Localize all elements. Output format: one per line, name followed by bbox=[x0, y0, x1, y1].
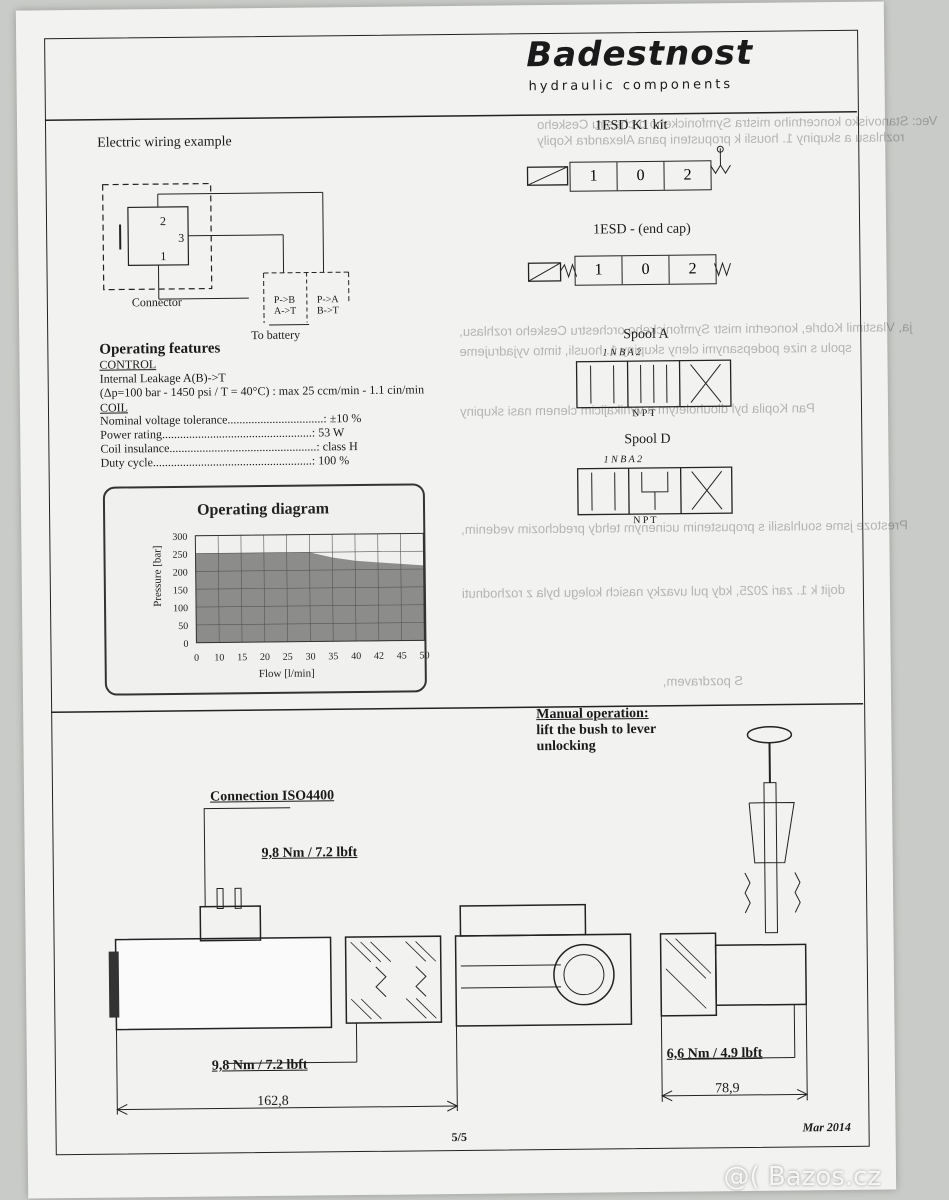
chart-x-tick-label: 42 bbox=[374, 651, 384, 662]
chart-x-tick-label: 35 bbox=[328, 651, 338, 662]
chart-x-tick-label: 10 bbox=[214, 652, 224, 663]
chart-gridline bbox=[331, 534, 334, 642]
pin-2-label: 2 bbox=[159, 214, 167, 229]
chart-x-tick-label: 45 bbox=[397, 651, 407, 662]
endcap-actuators bbox=[527, 261, 731, 282]
k1-actuators bbox=[526, 145, 731, 186]
chart-x-tick-label: 30 bbox=[306, 651, 316, 662]
page-number: 5/5 bbox=[451, 1129, 468, 1145]
document-sheet: Vec: Stanovisko koncertniho mistra Symfo… bbox=[15, 1, 937, 1199]
operating-chart: Operating diagram Pressure [bar] Flow [l… bbox=[151, 500, 429, 680]
chart-gridline bbox=[309, 534, 311, 642]
chart-gridline bbox=[377, 533, 380, 641]
document-date: Mar 2014 bbox=[802, 1119, 851, 1135]
chart-x-tick-label: 40 bbox=[351, 651, 361, 662]
chart-y-tick-label: 100 bbox=[173, 603, 188, 614]
chart-x-tick-label: 0 bbox=[194, 653, 199, 664]
chart-gridline bbox=[400, 533, 402, 641]
chart-x-tick-label: 25 bbox=[283, 652, 293, 663]
k1-kit-title: 1ESD K1 kit bbox=[594, 117, 668, 134]
features-title: Operating features bbox=[99, 340, 221, 358]
chart-x-tick-label: 50 bbox=[420, 650, 430, 661]
bazos-watermark: @( Bazos.cz bbox=[723, 1162, 882, 1192]
connector-label: Connector bbox=[131, 294, 182, 310]
chart-y-axis-label: Pressure [bar] bbox=[151, 545, 164, 607]
spool-a-title: Spool A bbox=[623, 326, 669, 343]
brand-subtitle: hydraulic components bbox=[528, 77, 734, 95]
valve-section-drawing bbox=[108, 725, 809, 1115]
wiring-title: Electric wiring example bbox=[97, 134, 232, 151]
chart-y-tick-label: 300 bbox=[172, 532, 187, 543]
chart-y-tick-label: 0 bbox=[183, 639, 188, 650]
dimension-left: 162,8 bbox=[257, 1093, 289, 1110]
dimension-right: 78,9 bbox=[715, 1081, 740, 1097]
chart-x-tick-label: 15 bbox=[237, 652, 247, 663]
bleed-through-text: S pozdravem, bbox=[662, 672, 744, 689]
spool-d-bottom-ports: N P T bbox=[633, 514, 657, 527]
torque-right-label: 6,6 Nm / 4.9 lbft bbox=[666, 1045, 763, 1062]
pin-3-label: 3 bbox=[178, 230, 185, 245]
chart-gridline bbox=[217, 535, 220, 643]
coil-row: Duty cycle..............................… bbox=[100, 453, 350, 470]
spool-a-symbol bbox=[575, 359, 732, 409]
spool-d-title: Spool D bbox=[624, 431, 671, 448]
chart-gridline bbox=[263, 535, 266, 643]
wiring-schematic bbox=[102, 182, 350, 326]
torque-bottom-label: 9,8 Nm / 7.2 lbft bbox=[211, 1057, 308, 1074]
chart-y-tick-label: 150 bbox=[173, 585, 188, 596]
chart-y-tick-label: 200 bbox=[173, 567, 188, 578]
chart-gridline bbox=[354, 534, 357, 642]
chart-gridline bbox=[286, 534, 288, 642]
coil-table: Nominal voltage tolerance...............… bbox=[100, 411, 362, 470]
pin-1-label: 1 bbox=[160, 249, 167, 264]
spool-d-top-ports: 1 N B A 2 bbox=[603, 454, 643, 466]
section-rule bbox=[51, 702, 864, 713]
spool-a-bottom-ports: N P T bbox=[632, 407, 656, 420]
header-rule bbox=[44, 111, 857, 122]
spool-a-top-ports: 1 N B A 2 bbox=[602, 347, 642, 359]
to-battery-label: To battery bbox=[251, 327, 301, 343]
spool-d-symbol bbox=[576, 466, 733, 516]
chart-y-tick-label: 250 bbox=[172, 550, 187, 561]
chart-x-axis-label: Flow [l/min] bbox=[259, 667, 315, 680]
chart-title: Operating diagram bbox=[197, 500, 330, 518]
chart-y-tick-label: 50 bbox=[178, 621, 188, 632]
chart-plot-frame bbox=[194, 532, 425, 644]
brand-name: Badestnost bbox=[526, 32, 754, 76]
endcap-title: 1ESD - (end cap) bbox=[593, 221, 691, 238]
operating-diagram: Operating diagram Pressure [bar] Flow [l… bbox=[102, 483, 430, 696]
chart-gridline bbox=[240, 535, 243, 643]
chart-x-tick-label: 20 bbox=[260, 652, 270, 663]
